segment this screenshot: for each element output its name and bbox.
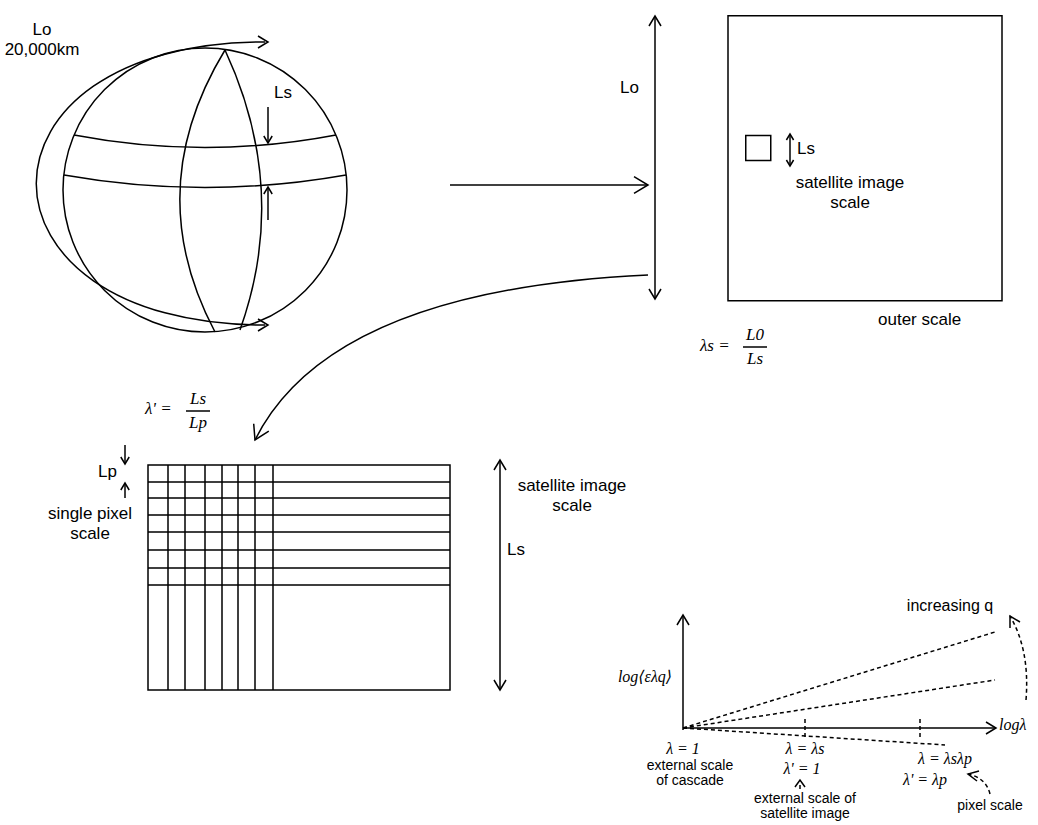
formula-term: λs =: [700, 336, 730, 356]
axis-arrow-head: [677, 615, 689, 625]
node-shape: [0, 15, 450, 345]
annotation: increasing q: [907, 597, 993, 615]
zoom-arrow: [450, 177, 648, 194]
axis-value: λ' = λp: [903, 771, 947, 789]
axis-label: log⟨ελq⟩: [618, 668, 672, 686]
axis-value: λ = λsλp: [918, 750, 972, 768]
arrow-head: [494, 460, 506, 470]
pointer-head: [1010, 616, 1020, 628]
arrow-head: [649, 16, 661, 26]
arrow-head: [634, 177, 648, 194]
node-shape: [648, 15, 1004, 305]
circumference-arc: [36, 42, 265, 325]
arrow-head: [494, 680, 506, 690]
axis-value: λ = 1: [666, 740, 700, 758]
box-caption: satellite image scale: [510, 476, 635, 515]
arrow-head: [264, 187, 272, 194]
box-caption: outer scale: [878, 310, 961, 330]
annotation: external scale of cascade: [640, 758, 740, 789]
formula-numerator: L0: [746, 325, 764, 345]
axis-label: logλ: [999, 716, 1026, 734]
dimension-arrow: [267, 187, 269, 220]
dimension-arrow: [789, 135, 791, 165]
arrow-head: [786, 134, 793, 140]
globe: Lo 20,000kmLs: [0, 15, 450, 345]
latitude-line: [74, 135, 336, 148]
annotation: external scale of satellite image: [749, 791, 861, 822]
arrow-head: [258, 36, 268, 48]
scale-label: Lo 20,000km: [0, 20, 85, 59]
y-axis: [682, 615, 684, 730]
pointer-head: [795, 780, 805, 787]
arrow-head: [258, 319, 268, 331]
image-frame: [148, 465, 450, 690]
axis-arrow-head: [986, 722, 996, 734]
scaling-line: [683, 680, 995, 728]
tick-mark: [919, 719, 921, 737]
axis-value: λ' = 1: [783, 760, 820, 778]
fraction-bar: [186, 410, 210, 412]
formula-numerator: Ls: [190, 389, 206, 409]
arrow-head: [121, 483, 129, 490]
scaling-line: [683, 632, 995, 728]
scale-label: Ls: [274, 83, 292, 103]
tick-mark: [804, 719, 806, 737]
fraction-bar: [743, 346, 767, 348]
arrow-head: [786, 160, 793, 166]
axis-value: λ = λs: [786, 740, 825, 758]
pointer-line: [799, 782, 801, 789]
connector-line: [255, 275, 648, 440]
scale-label: Lp: [98, 462, 117, 482]
arrow-head: [264, 136, 272, 143]
formula-denominator: Lp: [189, 413, 207, 433]
annotation: pixel scale: [957, 797, 1022, 813]
arrow-head: [649, 289, 661, 299]
x-axis: [683, 727, 996, 729]
formula-term: λ' =: [145, 399, 172, 419]
dimension-arrow: [654, 17, 656, 298]
formula-denominator: Ls: [747, 349, 763, 369]
scale-label: Ls: [797, 139, 815, 159]
pointer-head: [968, 771, 979, 781]
pointer-curve: [1010, 616, 1027, 700]
arrow-head: [121, 457, 129, 464]
zoom-arrow: [254, 275, 648, 440]
outer-scale-box: Lssatellite image scaleLoouter scale: [648, 15, 1004, 305]
outer-scale-square: [728, 16, 1002, 301]
connector-line: [450, 184, 648, 186]
box-caption: single pixel scale: [43, 504, 138, 543]
arrow-head: [254, 424, 269, 440]
satellite-image-square: [746, 136, 771, 161]
satellite-image-box: Ls satellite image scale: [745, 133, 915, 213]
meridian-line: [180, 50, 225, 332]
pixel-grid: [148, 465, 450, 690]
dimension-arrow: [499, 461, 501, 689]
box-caption: satellite image scale: [790, 173, 910, 212]
dimension-arrow: [267, 107, 269, 143]
pixel-grid-box: Lp single pixel scale satellite image scal…: [40, 440, 640, 700]
scale-label: Ls: [507, 540, 525, 560]
meridian-line: [225, 50, 262, 330]
dimension-arrow: [124, 445, 126, 464]
scale-label: Lo: [620, 78, 639, 98]
latitude-line: [64, 175, 346, 188]
